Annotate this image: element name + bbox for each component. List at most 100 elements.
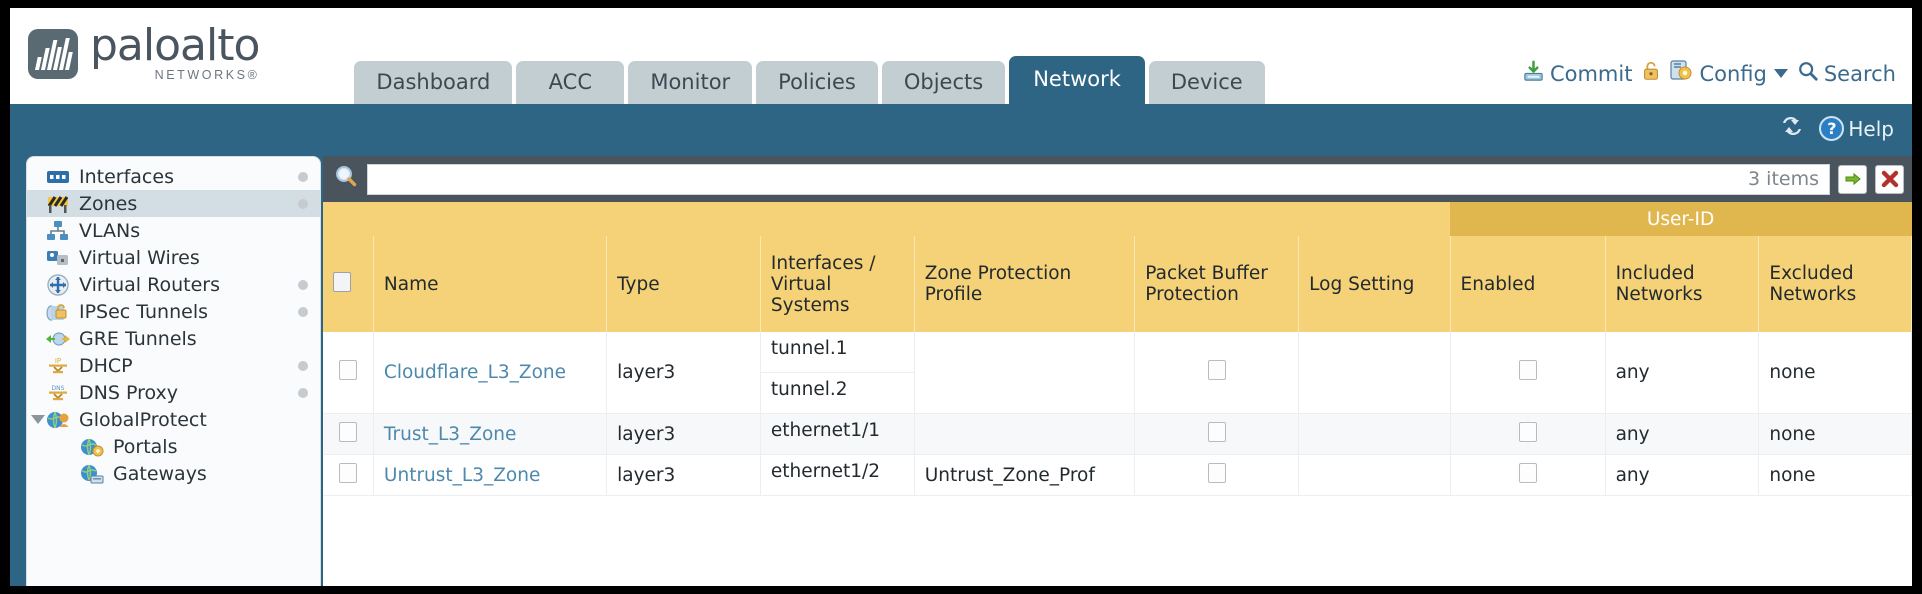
- sidebar-item-status-dot[interactable]: [298, 199, 308, 209]
- content-panel: 3 items: [323, 156, 1912, 586]
- chevron-down-icon[interactable]: [1773, 69, 1788, 78]
- tab-acc[interactable]: ACC: [516, 61, 625, 104]
- row-select-checkbox[interactable]: [338, 462, 357, 483]
- group-header-row: User-ID: [323, 202, 1912, 236]
- sidebar-item-virtual-wires[interactable]: Virtual Wires: [27, 244, 320, 271]
- sidebar-item-label: GlobalProtect: [79, 408, 207, 431]
- expander-triangle-down-icon[interactable]: [31, 415, 45, 424]
- filter-bar: 3 items: [323, 156, 1912, 202]
- gre-tunnels-icon: [45, 329, 71, 349]
- zones-barrier-icon: [45, 194, 71, 214]
- tab-policies[interactable]: Policies: [756, 61, 878, 104]
- sidebar-item-status-dot[interactable]: [298, 172, 308, 182]
- cell-interfaces: ethernet1/1: [760, 413, 915, 455]
- apply-filter-button[interactable]: [1838, 164, 1867, 194]
- row-select-cell: [323, 332, 374, 414]
- cell-packet-buffer-protection: [1134, 332, 1300, 414]
- zone-name-link[interactable]: Untrust_L3_Zone: [383, 464, 541, 486]
- row-select-checkbox[interactable]: [338, 421, 357, 442]
- filter-input[interactable]: 3 items: [367, 163, 1830, 195]
- userid-enabled-checkbox[interactable]: [1518, 360, 1537, 380]
- tab-device[interactable]: Device: [1148, 61, 1265, 104]
- search-button[interactable]: Search: [1797, 60, 1896, 87]
- packet-buffer-protection-checkbox[interactable]: [1207, 360, 1226, 380]
- cell-excluded-networks: none: [1758, 454, 1912, 496]
- select-all-checkbox[interactable]: [333, 271, 351, 292]
- col-header-zone-protection[interactable]: Zone Protection Profile: [914, 236, 1136, 332]
- cell-name: Untrust_L3_Zone: [373, 454, 608, 496]
- packet-buffer-protection-checkbox[interactable]: [1207, 462, 1226, 483]
- cell-userid-enabled: [1450, 332, 1606, 414]
- sidebar-item-vlans[interactable]: VLANs: [27, 217, 320, 244]
- tab-dashboard[interactable]: Dashboard: [354, 61, 513, 104]
- zone-name-link[interactable]: Trust_L3_Zone: [383, 423, 517, 445]
- sidebar-item-portals[interactable]: Portals: [27, 433, 320, 460]
- zone-name-link[interactable]: Cloudflare_L3_Zone: [383, 362, 567, 383]
- dhcp-icon: IP: [45, 356, 71, 376]
- col-header-interfaces[interactable]: Interfaces / Virtual Systems: [760, 236, 915, 332]
- sidebar-item-ipsec-tunnels[interactable]: IPSec Tunnels: [27, 298, 320, 325]
- help-question-icon: ?: [1819, 116, 1845, 141]
- cell-included-networks: any: [1605, 332, 1760, 414]
- sidebar-item-gateways[interactable]: Gateways: [27, 460, 320, 487]
- band-actions: ? Help: [1779, 114, 1894, 143]
- cell-included-networks: any: [1605, 413, 1760, 455]
- lock-button[interactable]: [1641, 60, 1661, 87]
- commit-button[interactable]: Commit: [1522, 60, 1632, 88]
- tab-network[interactable]: Network: [1009, 56, 1145, 104]
- search-magnifier-icon[interactable]: [333, 164, 359, 195]
- userid-enabled-checkbox[interactable]: [1518, 421, 1537, 442]
- cell-name: Trust_L3_Zone: [373, 413, 608, 455]
- sidebar-item-label: Zones: [79, 192, 138, 215]
- sidebar-item-virtual-routers[interactable]: Virtual Routers: [27, 271, 320, 298]
- group-header-spacer: [323, 202, 1451, 236]
- search-label: Search: [1823, 61, 1896, 86]
- sidebar-item-label: IPSec Tunnels: [79, 300, 209, 323]
- tab-objects[interactable]: Objects: [881, 61, 1006, 104]
- col-header-excluded-networks[interactable]: Excluded Networks: [1758, 236, 1912, 332]
- sidebar-item-status-dot[interactable]: [298, 307, 308, 317]
- brand-tagline: NETWORKS®: [154, 68, 260, 82]
- sidebar-item-gre-tunnels[interactable]: GRE Tunnels: [27, 325, 320, 352]
- col-header-name[interactable]: Name: [373, 236, 608, 332]
- sidebar-item-label: Virtual Wires: [79, 246, 200, 269]
- sidebar-item-label: Virtual Routers: [79, 273, 220, 296]
- sidebar-item-interfaces[interactable]: Interfaces: [27, 163, 320, 190]
- sidebar-item-status-dot[interactable]: [298, 280, 308, 290]
- col-header-included-networks[interactable]: Included Networks: [1605, 236, 1760, 332]
- config-menu[interactable]: Config: [1670, 59, 1788, 88]
- col-header-userid-enabled[interactable]: Enabled: [1450, 236, 1606, 332]
- userid-enabled-checkbox[interactable]: [1518, 462, 1537, 483]
- top-right-actions: Commit: [1522, 59, 1912, 104]
- sidebar-item-zones[interactable]: Zones: [27, 190, 320, 217]
- help-button[interactable]: ? Help: [1819, 116, 1894, 141]
- col-header-log-setting[interactable]: Log Setting: [1298, 236, 1451, 332]
- cell-excluded-networks: none: [1758, 413, 1912, 455]
- cell-included-networks: any: [1605, 454, 1760, 496]
- row-select-checkbox[interactable]: [338, 360, 357, 380]
- refresh-icon[interactable]: [1779, 114, 1805, 143]
- clear-filter-button[interactable]: [1875, 164, 1904, 194]
- cell-zone-protection-profile: Untrust_Zone_Prof: [914, 454, 1136, 496]
- brand-logo: paloalto NETWORKS®: [10, 24, 260, 104]
- col-header-type[interactable]: Type: [606, 236, 761, 332]
- cell-zone-protection-profile: [914, 413, 1136, 455]
- sidebar-item-globalprotect[interactable]: GlobalProtect: [27, 406, 320, 433]
- sidebar-item-status-dot[interactable]: [298, 361, 308, 371]
- col-header-packet-buffer[interactable]: Packet Buffer Protection: [1134, 236, 1300, 332]
- packet-buffer-protection-checkbox[interactable]: [1207, 421, 1226, 442]
- column-header-row: Name Type Interfaces / Virtual Systems Z…: [323, 236, 1912, 332]
- sidebar-item-status-dot[interactable]: [298, 388, 308, 398]
- dns-proxy-icon: DNS: [45, 383, 71, 403]
- tab-monitor[interactable]: Monitor: [628, 61, 753, 104]
